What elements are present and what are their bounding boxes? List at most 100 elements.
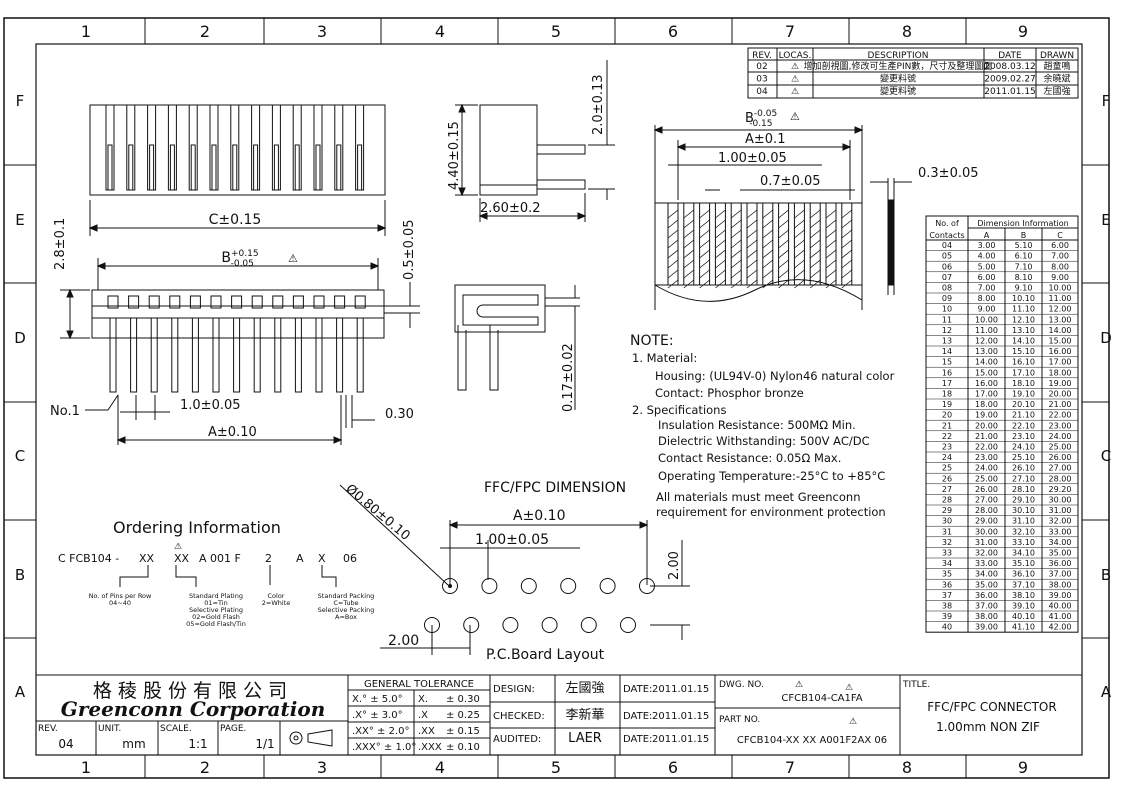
dim-table-cell: 23.00 (975, 453, 998, 462)
dim-table-cell: 35.00 (1049, 549, 1072, 558)
audited-label: AUDITED: (493, 734, 541, 745)
ordering-note: Standard Packing (318, 592, 375, 600)
hatch-line (746, 269, 758, 279)
rev-cell-desc: 變更料號 (880, 73, 916, 85)
dim-table-cell: 19 (942, 400, 952, 409)
grid-col-top: 1 (81, 22, 91, 41)
unit-value: mm (122, 737, 145, 751)
hatch-line (825, 259, 837, 269)
dim-table-cell: 15.00 (1049, 337, 1072, 346)
dim-table-cell: 4.00 (978, 252, 996, 261)
scale-label: SCALE. (160, 724, 192, 734)
rev-cell-rev: 04 (756, 87, 768, 97)
revision-triangle-icon: ⚠ (288, 252, 298, 265)
dim-table-cell: 11 (942, 315, 952, 324)
dim-table-cell: 25.10 (1012, 453, 1035, 462)
pcb-layout (339, 484, 690, 655)
contact-slot (149, 144, 155, 191)
grid-row-left: F (16, 92, 25, 110)
dim-table-cell: 22 (942, 432, 952, 441)
dim-table-cell: 12 (942, 326, 952, 335)
ffc-conductor (809, 202, 821, 286)
dim-table-cell: 28.00 (1049, 474, 1072, 483)
dim-table-cell: 37.00 (1049, 570, 1072, 579)
dim-table-header: No. of (935, 219, 959, 228)
ordering-title: Ordering Information (113, 518, 281, 537)
dim-a-010: A±0.10 (208, 425, 257, 440)
dim-table-cell: 38.00 (975, 612, 998, 621)
hatch-line (746, 209, 758, 219)
tolerance-angle: .X° ± 3.0° (352, 710, 403, 721)
note-line: Housing: (UL94V-0) Nylon46 natural color (655, 369, 895, 383)
ffc-conductor (683, 202, 695, 286)
hatch-line (825, 219, 837, 229)
contact-slot (294, 144, 300, 191)
hatch-line (809, 269, 821, 279)
ordering-note: Standard Plating (189, 592, 243, 600)
hatch-line (778, 209, 789, 219)
dim-table-cell: 26.10 (1012, 464, 1035, 473)
dim-table-cell: 13.00 (1049, 315, 1072, 324)
pin-head (128, 295, 140, 309)
dim-table-cell: 07 (942, 273, 952, 282)
dim-table-cell: 34.00 (975, 570, 998, 579)
revision-triangle-icon: ⚠ (795, 680, 803, 690)
note-line: 2. Specifications (632, 403, 726, 417)
hatch-line (794, 269, 805, 279)
dim-table-cell: 32 (942, 538, 952, 547)
rev-header-rev: REV. (752, 51, 772, 61)
tolerance-decimal: X. (418, 694, 428, 705)
pcb-hole-top (442, 578, 458, 594)
hatch-line (667, 259, 679, 269)
dim-table-cell: 09 (942, 294, 952, 303)
grid-col-bottom: 6 (668, 758, 678, 777)
dim-table-cell: 31.00 (975, 538, 998, 547)
ordering-note: 2=White (262, 599, 290, 607)
grid-col-top: 5 (551, 22, 561, 41)
hatch-line (762, 209, 774, 219)
grid-row-left: B (15, 566, 25, 584)
dim-table-cell: 37.10 (1012, 580, 1035, 589)
tolerance-decimal: .XXX (418, 742, 442, 753)
dim-table-cell: 17 (942, 379, 952, 388)
hatch-line (746, 259, 758, 269)
rev-cell-drawn: 左國強 (1043, 85, 1070, 97)
dim-table-subheader: A (984, 231, 990, 240)
dim-table-cell: 10 (942, 305, 952, 314)
rev-header-drawn: DRAWN (1040, 51, 1074, 61)
pcb-hole-top (599, 578, 616, 594)
dim-table-cell: 13 (942, 337, 952, 346)
dwg-no-label: DWG. NO. (719, 680, 764, 690)
revision-triangle-icon: ⚠ (845, 683, 853, 693)
dim-table-cell: 20 (942, 411, 952, 420)
tolerance-decimal: .XX (418, 726, 435, 737)
dim-table-cell: 35.00 (975, 580, 998, 589)
dim-table-cell: 36.10 (1012, 570, 1035, 579)
contact-slot (211, 144, 217, 191)
hatch-line (841, 239, 853, 249)
revision-triangle-icon: ⚠ (849, 717, 857, 727)
dim-table-cell: 30 (942, 517, 952, 526)
rev-cell-drawn: 余曉斌 (1043, 73, 1070, 85)
drawing-title-2: 1.00mm NON ZIF (936, 720, 1040, 734)
dim-table-cell: 11.00 (975, 326, 998, 335)
rev-cell-date: 2009.02.27 (984, 75, 1036, 85)
pin-head (251, 295, 263, 309)
hatch-line (730, 219, 742, 229)
grid-col-top: 9 (1018, 22, 1028, 41)
dim-table-cell: 25 (942, 464, 952, 473)
dim-table-cell: 33 (942, 549, 952, 558)
hatch-line (794, 219, 805, 229)
ordering-note: Selective Plating (189, 606, 243, 614)
contact-slot (169, 144, 175, 191)
rev-cell-drawn: 趙童鳴 (1043, 60, 1070, 72)
hatch-line (762, 259, 774, 269)
grid-row-right: B (1101, 566, 1111, 584)
grid-row-left: E (15, 211, 24, 229)
revision-triangle-icon: ⚠ (174, 542, 182, 552)
ffc-conductor (793, 202, 805, 286)
hatch-line (667, 269, 679, 279)
hatch-line (746, 239, 758, 249)
